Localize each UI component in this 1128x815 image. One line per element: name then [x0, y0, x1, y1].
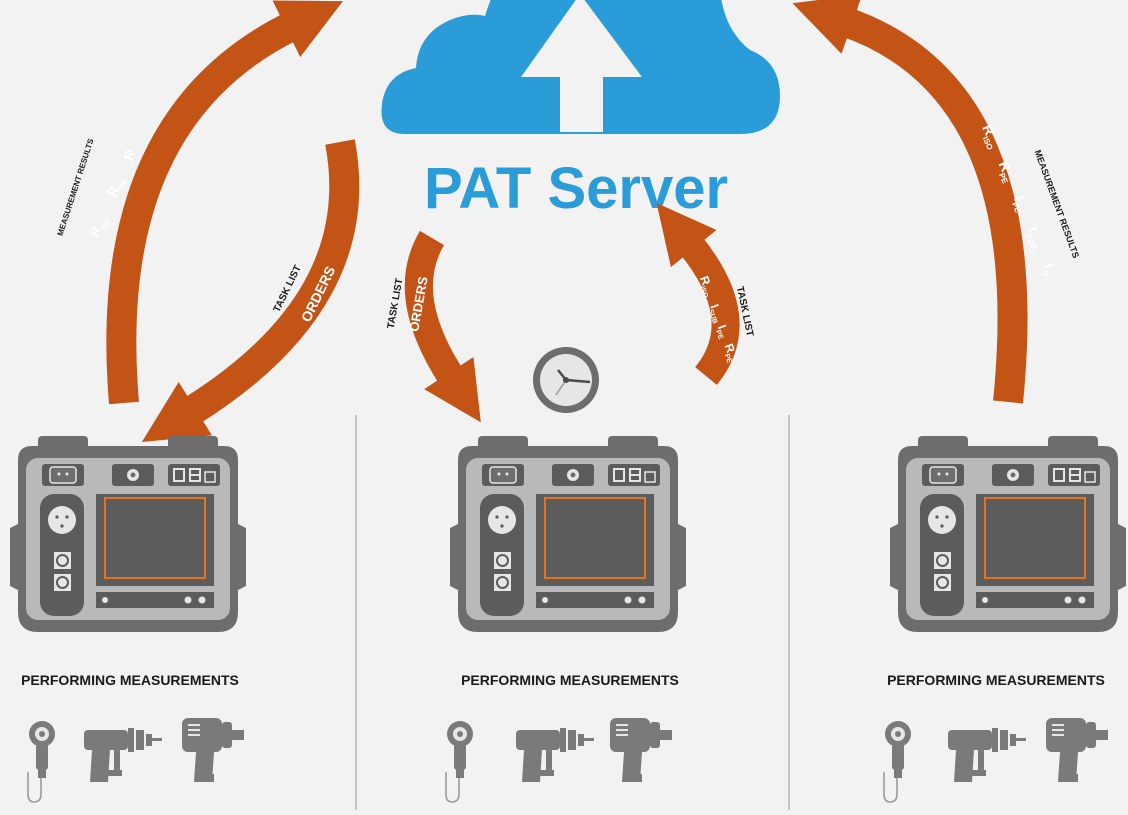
pat-tester-icon: [889, 435, 1127, 633]
results-up-arrow-left: [106, 0, 343, 405]
svg-text:MEASUREMENT RESULTS: MEASUREMENT RESULTS: [56, 137, 96, 237]
orders-down-arrow-center: [404, 230, 481, 423]
svg-text:R: R: [120, 147, 139, 163]
angle-grinder-icon: [27, 720, 56, 803]
drill-icon: [516, 728, 594, 782]
measurement-caption-left: MEASUREMENT RESULTS: [56, 137, 96, 237]
drill-icon: [948, 728, 1026, 782]
svg-text:IPE: IPE: [1008, 193, 1032, 215]
svg-text:RISO: RISO: [86, 211, 113, 241]
svg-text:IO: IO: [1038, 261, 1059, 278]
svg-text:IPE: IPE: [713, 323, 732, 341]
angle-grinder-icon: [883, 720, 912, 803]
orders-down-arrow-left: [141, 139, 360, 442]
results-up-arrow-center: [656, 202, 740, 385]
station-label-3: PERFORMING MEASUREMENTS: [887, 672, 1105, 688]
svg-text:MEASUREMENT RESULTS: MEASUREMENT RESULTS: [1033, 149, 1082, 260]
drill-icon: [84, 728, 162, 782]
svg-text:RPE: RPE: [104, 173, 130, 200]
station-label-2: PERFORMING MEASUREMENTS: [461, 672, 679, 688]
pat-tester-icon: [9, 435, 247, 633]
clock-icon: [533, 347, 599, 413]
angle-grinder-icon: [445, 720, 474, 803]
right-symbols: RISO RPE IPE ISUB IO: [979, 122, 1059, 278]
server-title: PAT Server: [424, 156, 728, 221]
svg-text:ISUB: ISUB: [705, 302, 726, 325]
pat-tester-icon: [449, 435, 687, 633]
impact-wrench-icon: [182, 718, 244, 782]
station-label-1: PERFORMING MEASUREMENTS: [21, 672, 239, 688]
cloud-upload-icon: [381, 0, 780, 134]
svg-text:TASK LIST: TASK LIST: [386, 278, 406, 330]
results-up-arrow-right: [792, 0, 1028, 404]
measurement-caption-right: MEASUREMENT RESULTS: [1033, 149, 1082, 260]
impact-wrench-icon: [610, 718, 672, 782]
impact-wrench-icon: [1046, 718, 1108, 782]
svg-text:ISUB: ISUB: [1022, 224, 1048, 251]
task-caption-center: TASK LIST: [386, 278, 406, 330]
